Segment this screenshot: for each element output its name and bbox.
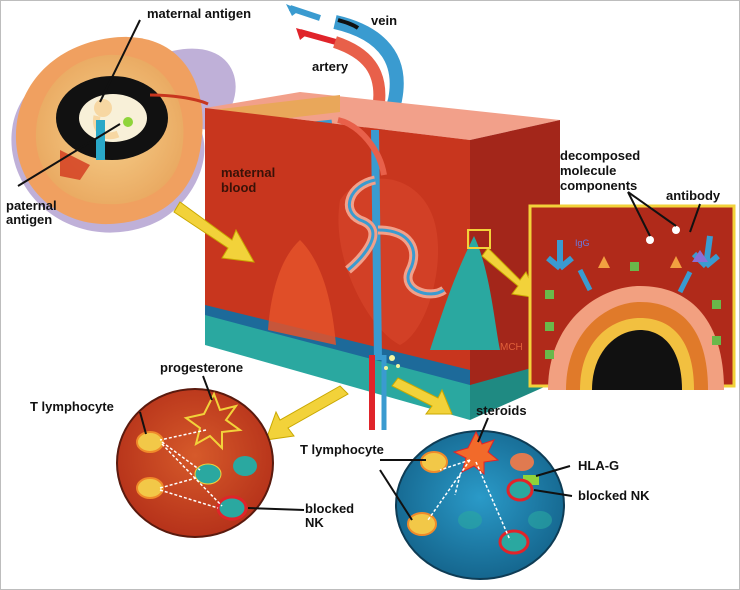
label-paternal-1: paternal	[6, 198, 57, 213]
antibody-inset-panel: IgG MCH	[500, 206, 734, 390]
svg-text:MCH: MCH	[500, 342, 523, 353]
label-decomposed-2: molecule	[560, 163, 616, 178]
label-blocked-nk-right: blocked NK	[578, 488, 650, 503]
svg-text:IgG: IgG	[575, 238, 590, 248]
label-blocked-nk-left-1: blocked	[305, 501, 354, 516]
label-artery: artery	[312, 59, 349, 74]
label-maternal-antigen: maternal antigen	[147, 6, 251, 21]
left-immune-circle	[117, 389, 273, 537]
label-blocked-nk-left-2: NK	[305, 515, 324, 530]
arrow-to-left-circle-icon	[266, 386, 348, 440]
label-paternal-2: antigen	[6, 212, 52, 227]
label-antibody: antibody	[666, 188, 721, 203]
label-maternal-blood-2: blood	[221, 180, 256, 195]
label-vein: vein	[371, 13, 397, 28]
placental-tissue-block	[205, 92, 560, 430]
label-maternal-blood-1: maternal	[221, 165, 275, 180]
label-progesterone: progesterone	[160, 360, 243, 375]
label-t-lymphocyte-right: T lymphocyte	[300, 442, 384, 457]
right-immune-circle	[396, 431, 564, 579]
label-decomposed-3: components	[560, 178, 637, 193]
label-steroids: steroids	[476, 403, 527, 418]
label-decomposed-1: decomposed	[560, 148, 640, 163]
label-t-lymphocyte-left: T lymphocyte	[30, 399, 114, 414]
label-hla-g: HLA-G	[578, 458, 619, 473]
